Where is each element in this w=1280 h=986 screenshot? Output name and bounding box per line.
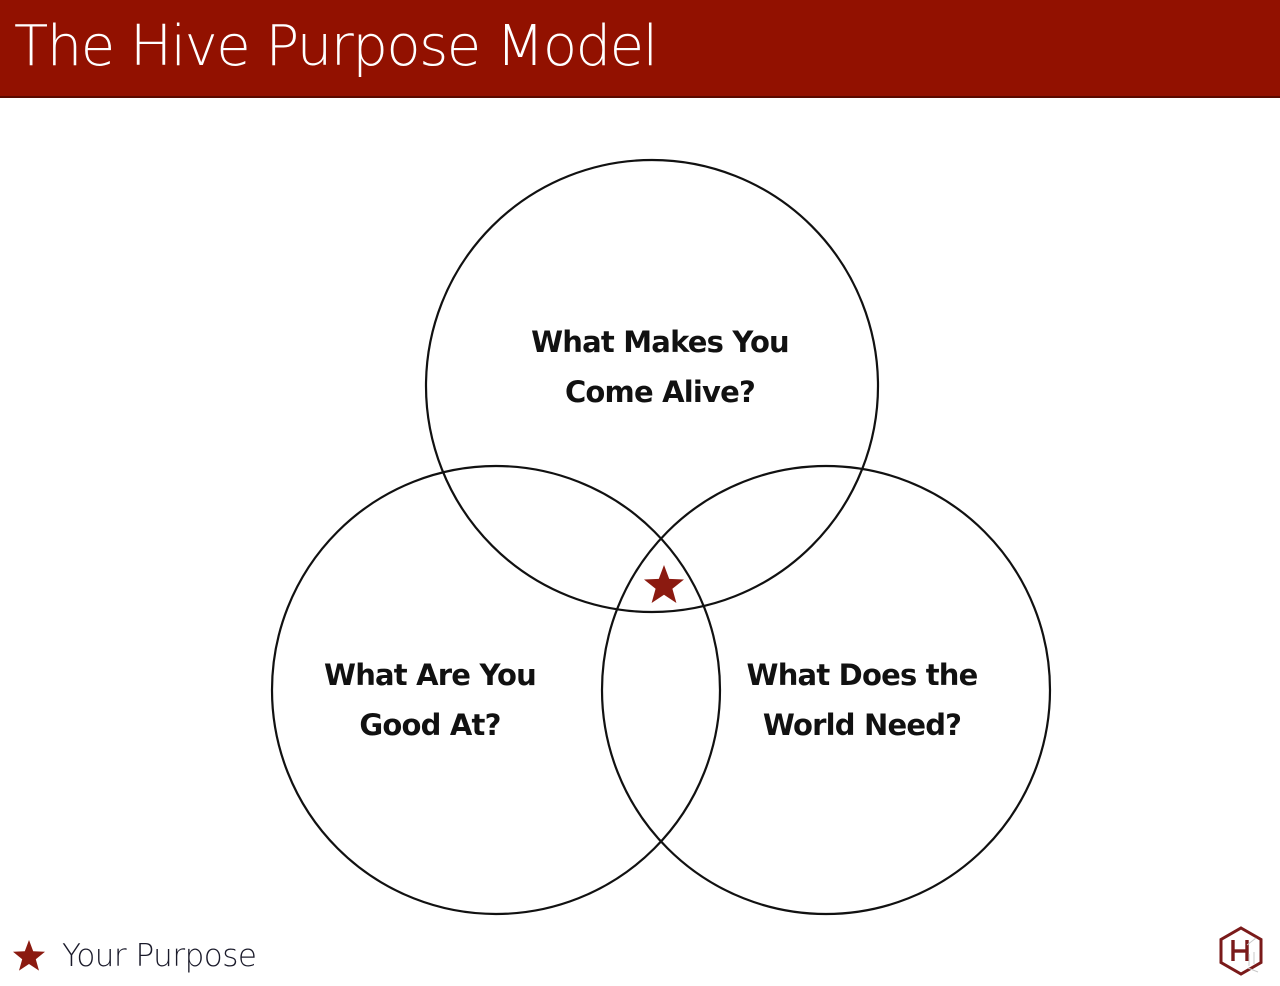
circle-come-alive xyxy=(424,158,880,614)
label-good-at: What Are You Good At? xyxy=(290,650,570,750)
label-world-need: What Does the World Need? xyxy=(722,650,1002,750)
label-come-alive: What Makes You Come Alive? xyxy=(512,317,808,417)
label-line: World Need? xyxy=(762,708,962,742)
label-line: What Makes You xyxy=(531,325,790,359)
label-line: Good At? xyxy=(359,708,501,742)
label-line: What Does the xyxy=(746,658,979,692)
label-line: Come Alive? xyxy=(564,375,756,409)
circle-world-need xyxy=(600,464,1052,916)
legend-label: Your Purpose xyxy=(62,938,257,974)
page-title: The Hive Purpose Model xyxy=(14,14,658,79)
hive-logo-icon xyxy=(1219,926,1263,976)
title-bar: The Hive Purpose Model xyxy=(0,0,1280,98)
legend: Your Purpose xyxy=(12,934,257,978)
label-line: What Are You xyxy=(324,658,537,692)
circle-good-at xyxy=(270,464,722,916)
star-icon xyxy=(13,940,45,971)
star-icon xyxy=(644,565,684,603)
